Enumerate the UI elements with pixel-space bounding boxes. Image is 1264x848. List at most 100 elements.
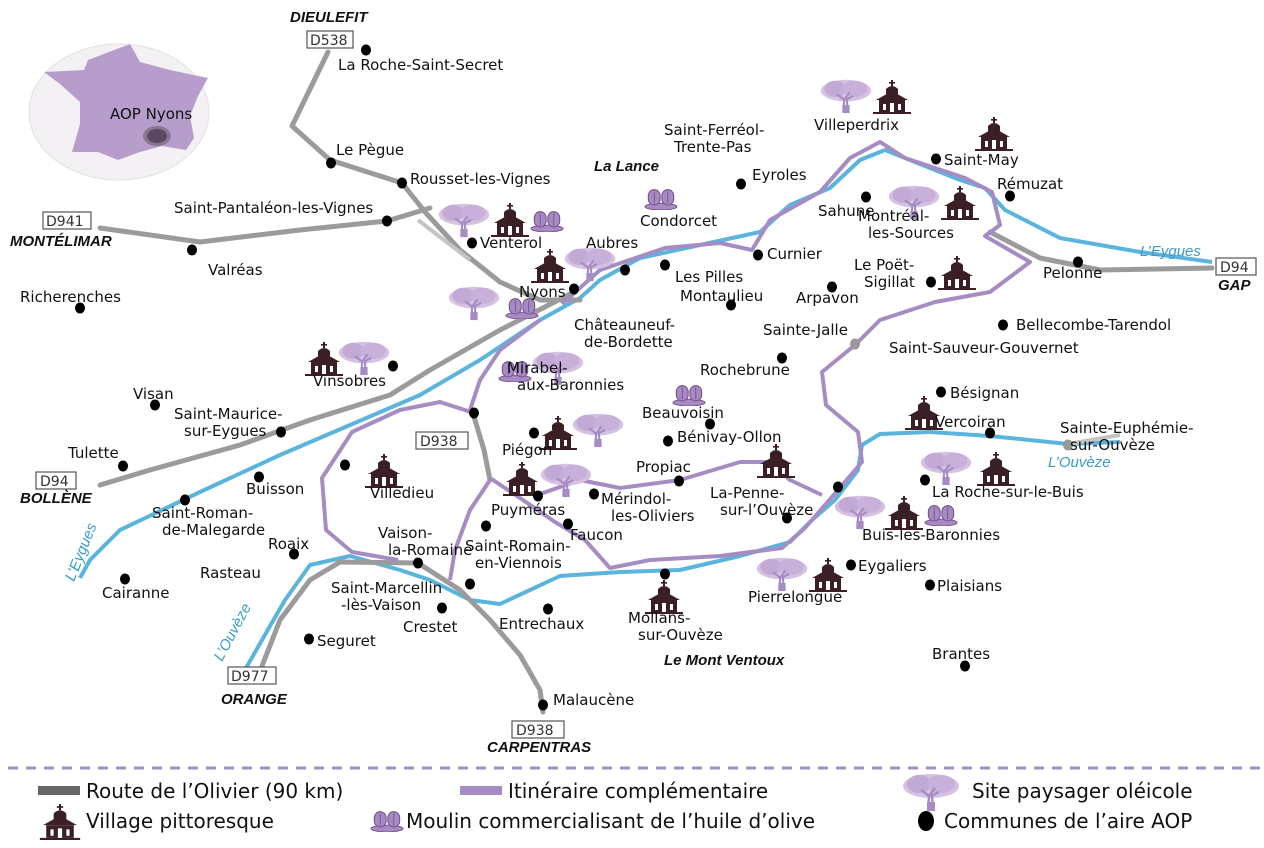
commune-seguret: Seguret bbox=[304, 632, 376, 650]
church-icon bbox=[941, 186, 979, 220]
commune-mollans-sur-ouv-ze: Mollans-sur-Ouvèze bbox=[628, 568, 723, 644]
commune-ch-teauneuf-de-bordette: Châteauneuf-de-Bordette bbox=[574, 316, 675, 351]
commune-label: Rousset-les-Vignes bbox=[410, 170, 551, 188]
road-dest-montelimar: MONTÉLIMAR bbox=[10, 233, 112, 250]
commune-label: Bénivay-Ollon bbox=[677, 428, 782, 446]
commune-dot-icon bbox=[254, 471, 264, 483]
commune-saint-marcellin-l-s-vaison: Saint-Marcellin-lès-Vaison bbox=[331, 578, 475, 614]
church-icon bbox=[977, 452, 1015, 486]
commune-dot-icon bbox=[563, 518, 573, 530]
commune-rochebrune: Rochebrune bbox=[700, 352, 790, 379]
commune-label: Aubres bbox=[586, 234, 638, 252]
road-d94-west: D94 bbox=[40, 474, 69, 490]
commune-label: Beauvoisin bbox=[642, 404, 724, 422]
itinerary-complementaire bbox=[320, 140, 1032, 581]
church-icon bbox=[938, 256, 976, 290]
legend-church-icon bbox=[39, 804, 81, 840]
commune-dot-icon bbox=[340, 459, 350, 471]
commune-dot-icon bbox=[388, 360, 398, 372]
commune-dot-icon bbox=[846, 559, 856, 571]
commune-sainte-euph-mie-sur-ouv-ze: Sainte-Euphémie-sur-Ouvèze bbox=[1060, 419, 1194, 454]
commune-label: Bellecombe-Tarendol bbox=[1016, 316, 1171, 334]
olive-tree-icon bbox=[447, 285, 501, 321]
commune-label: Eyroles bbox=[752, 166, 807, 184]
commune-label: Pelonne bbox=[1043, 264, 1102, 282]
commune-bellecombe-tarendol: Bellecombe-Tarendol bbox=[998, 316, 1171, 334]
commune-label: Buisson bbox=[246, 480, 304, 498]
commune-pierrelongue: Pierrelongue bbox=[748, 588, 842, 606]
road-d938-south: D938 bbox=[516, 723, 554, 739]
commune-la-penne-sur-l-ouv-ze: La-Penne-sur-l’Ouvèze bbox=[710, 484, 813, 524]
road-d941: D941 bbox=[46, 214, 84, 230]
commune-dot-icon bbox=[289, 548, 299, 560]
commune-dot-icon bbox=[397, 177, 407, 189]
commune-dot-icon bbox=[467, 237, 477, 249]
commune-m-rindol-les-oliviers: Mérindol-les-Oliviers bbox=[589, 488, 695, 525]
commune-label: Sahune bbox=[818, 202, 874, 220]
commune-label: Nyons bbox=[519, 283, 566, 301]
commune-le-p-gue: Le Pègue bbox=[326, 141, 404, 169]
commune-label: Entrechaux bbox=[499, 615, 584, 633]
commune-saint-pantal-on-les-vignes: Saint-Pantaléon-les-Vignes bbox=[174, 199, 392, 227]
legend-site: Site paysager oléicole bbox=[972, 779, 1193, 803]
commune-dot-icon bbox=[850, 338, 860, 350]
commune-nyons: Nyons bbox=[519, 283, 579, 301]
commune-dot-icon bbox=[150, 399, 160, 411]
commune-label: Vercoiran bbox=[935, 413, 1006, 431]
river-label-ouveze-east: L’Ouvèze bbox=[1048, 454, 1111, 471]
commune-dot-icon bbox=[180, 494, 190, 506]
commune-dot-icon bbox=[998, 319, 1008, 331]
commune-label: Montaulieu bbox=[680, 287, 763, 305]
commune-faucon: Faucon bbox=[563, 518, 623, 544]
olive-tree-icon bbox=[819, 78, 873, 114]
commune-label: sur-Ouvèze bbox=[1070, 436, 1155, 454]
commune-label: Roaix bbox=[268, 535, 309, 553]
commune-dot-icon bbox=[326, 157, 336, 169]
commune-label: de-Bordette bbox=[584, 333, 673, 351]
commune-label: sur-Eygues bbox=[184, 422, 267, 440]
commune-eyroles: Eyroles bbox=[736, 166, 807, 190]
commune-label: Arpavon bbox=[796, 289, 859, 307]
commune-dot-icon bbox=[469, 407, 479, 419]
legend-olive-tree-icon bbox=[901, 772, 961, 812]
commune-brantes: Brantes bbox=[932, 645, 990, 672]
commune-label: Le Pègue bbox=[336, 141, 404, 159]
commune-tulette: Tulette bbox=[67, 444, 128, 472]
commune-saint-may: Saint-May bbox=[931, 151, 1019, 169]
commune-dot-icon bbox=[726, 299, 736, 311]
commune-vinsobres: Vinsobres bbox=[313, 360, 398, 390]
river-label-ouveze-west: L’Ouvèze bbox=[211, 601, 255, 664]
commune-beauvoisin: Beauvoisin bbox=[642, 404, 724, 430]
region-mont-ventoux: Le Mont Ventoux bbox=[664, 652, 785, 669]
commune-label: Mérindol- bbox=[601, 490, 671, 508]
commune-dot-icon bbox=[705, 418, 715, 430]
commune-label: la-Romaine bbox=[388, 541, 472, 559]
commune-label: Valréas bbox=[208, 261, 263, 279]
commune-label: Vaison- bbox=[378, 524, 432, 542]
commune-label: Rémuzat bbox=[997, 175, 1063, 193]
commune-dot-icon bbox=[529, 427, 539, 439]
commune-la-roche-sur-le-buis: La Roche-sur-le-Buis bbox=[920, 474, 1084, 501]
commune-venterol: Venterol bbox=[467, 234, 542, 252]
commune-montr-al-les-sources: Montréal-les-Sources bbox=[858, 207, 954, 242]
commune-propiac: Propiac bbox=[636, 458, 691, 487]
commune-label: Brantes bbox=[932, 645, 990, 663]
church-icon bbox=[531, 249, 569, 283]
commune-label: Villedieu bbox=[370, 484, 434, 502]
commune-dot-icon bbox=[674, 475, 684, 487]
commune-dot-icon bbox=[663, 435, 673, 447]
church-icon bbox=[305, 342, 343, 376]
road-d538: D538 bbox=[310, 33, 348, 49]
commune-label: Puyméras bbox=[491, 501, 565, 519]
commune-dot-icon bbox=[736, 178, 746, 190]
commune-dot-icon bbox=[660, 259, 670, 271]
commune-dot-icon bbox=[75, 302, 85, 314]
commune-dot-icon bbox=[985, 427, 995, 439]
road-d94-east: D94 bbox=[1220, 260, 1249, 276]
commune-valr-as: Valréas bbox=[187, 244, 263, 279]
commune-label: Venterol bbox=[480, 234, 542, 252]
commune-dot-icon bbox=[538, 699, 548, 711]
commune-buisson: Buisson bbox=[246, 471, 304, 498]
road-d938-mid: D938 bbox=[420, 434, 458, 450]
commune-dot-icon bbox=[777, 352, 787, 364]
